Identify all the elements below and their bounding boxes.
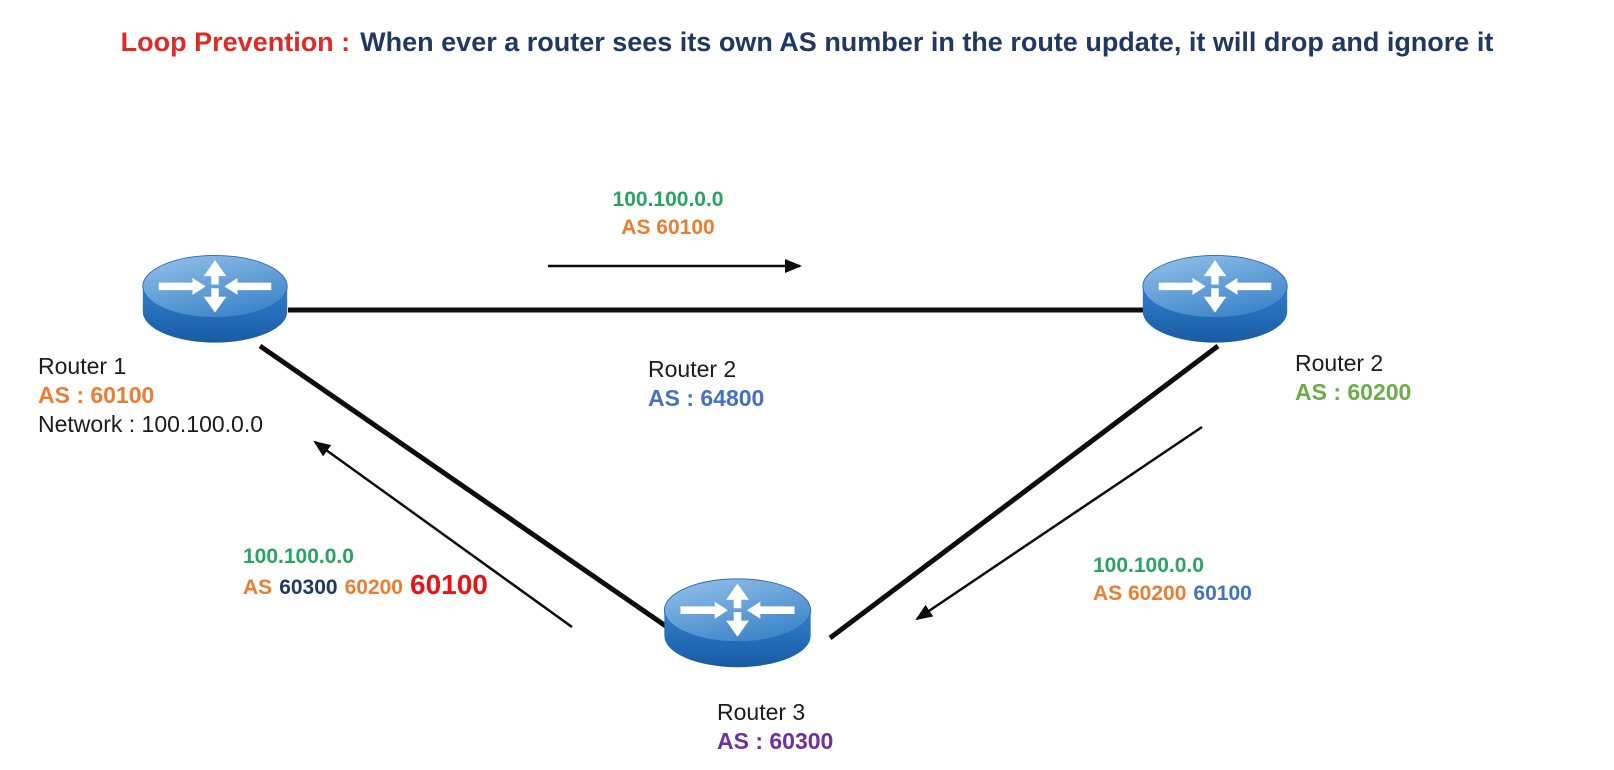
update-prefix: 100.100.0.0 bbox=[243, 545, 354, 568]
router2-icon bbox=[1142, 254, 1288, 344]
router-as: AS : 64800 bbox=[648, 385, 765, 411]
update-arrow-r3-to-r1 bbox=[313, 440, 573, 629]
router-name: Router 1 bbox=[38, 353, 127, 379]
router-as: AS : 60200 bbox=[1295, 379, 1412, 405]
router-name: Router 2 bbox=[1295, 350, 1384, 376]
router2-right-label: Router 2 AS : 60200 bbox=[1295, 349, 1411, 407]
slide-title: Loop Prevention : When ever a router see… bbox=[121, 27, 1494, 58]
router-as: AS : 60300 bbox=[717, 728, 834, 754]
update-arrow-r2-to-r3 bbox=[915, 425, 1203, 621]
router-name: Router 3 bbox=[717, 699, 806, 725]
router1-label: Router 1 AS : 60100 Network : 100.100.0.… bbox=[38, 352, 263, 439]
update-as-path: AS 60100 bbox=[621, 216, 715, 239]
title-highlight: Loop Prevention : bbox=[120, 27, 351, 57]
router-name: Router 2 bbox=[648, 356, 737, 382]
router-as: AS : 60100 bbox=[38, 382, 155, 408]
router3-label: Router 3 AS : 60300 bbox=[717, 698, 833, 756]
link-r2-r3 bbox=[828, 344, 1220, 640]
router1-icon bbox=[142, 254, 288, 344]
update-prefix: 100.100.0.0 bbox=[1093, 554, 1204, 577]
update-label-r1-to-r2: 100.100.0.0 AS 60100 bbox=[558, 186, 778, 242]
router2-core-label: Router 2 AS : 64800 bbox=[648, 355, 764, 413]
link-r1-r3 bbox=[258, 343, 688, 643]
title-text: When ever a router sees its own AS numbe… bbox=[360, 27, 1494, 57]
update-prefix: 100.100.0.0 bbox=[612, 188, 724, 211]
router3-icon bbox=[663, 578, 812, 668]
router-network: Network : 100.100.0.0 bbox=[38, 411, 264, 437]
